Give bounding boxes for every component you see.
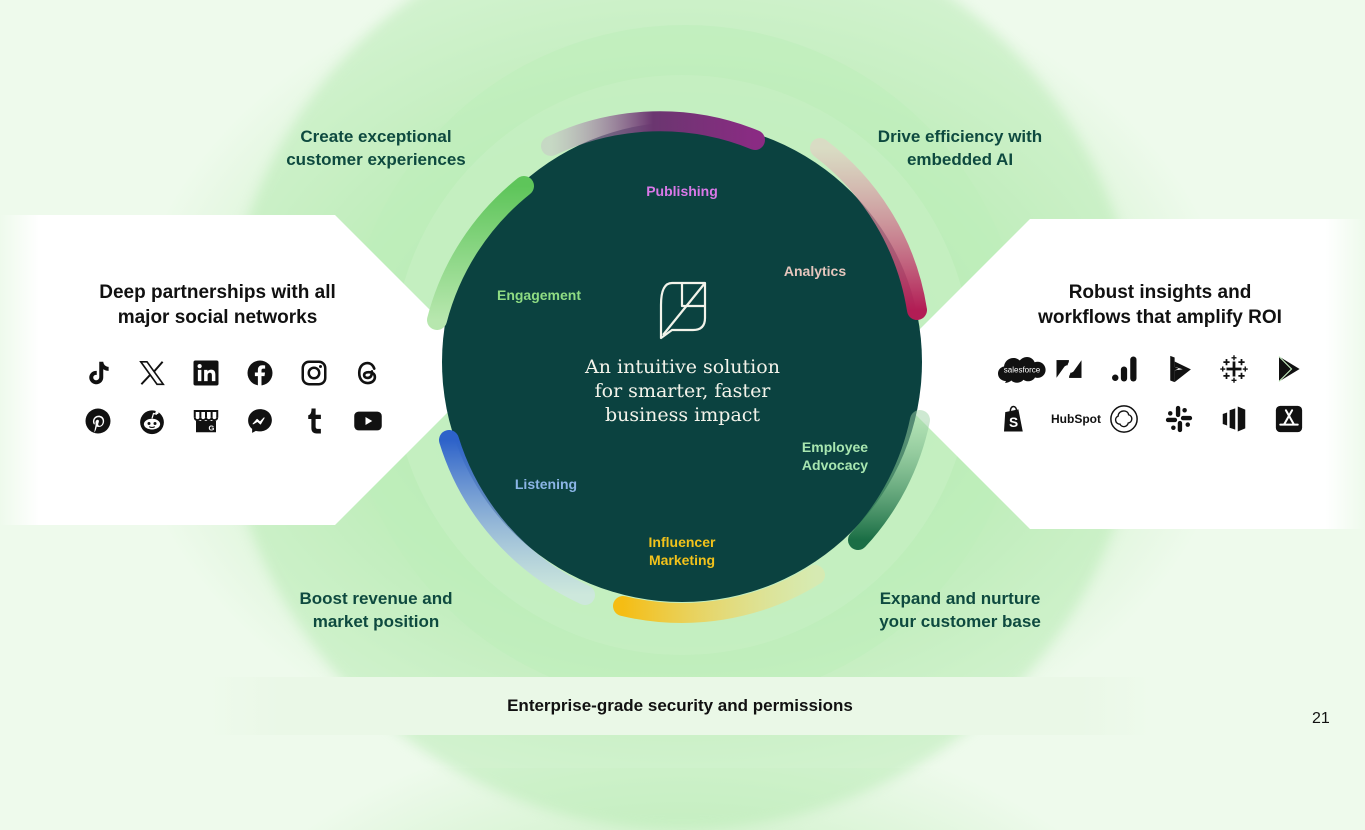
security-footer-text: Enterprise-grade security and permission…: [507, 696, 853, 715]
listening-arc: [439, 430, 595, 605]
integrations-title: Robust insights and workflows that ampli…: [1020, 280, 1300, 330]
hubspot-icon: HubSpot: [1051, 402, 1103, 436]
google-analytics-icon: [1106, 352, 1142, 386]
security-footer-bar: Enterprise-grade security and permission…: [205, 677, 1155, 735]
segment-label-publishing: Publishing: [632, 182, 732, 200]
salesforce-icon: salesforce: [996, 352, 1048, 386]
svg-text:salesforce: salesforce: [1004, 366, 1041, 375]
influencer-marketing-arc: [613, 565, 825, 623]
segment-line: Engagement: [496, 287, 581, 303]
title-line: workflows that amplify ROI: [1038, 307, 1282, 328]
integration-icons-grid: salesforce S HubSpot: [996, 352, 1317, 436]
threads-icon: [350, 356, 386, 390]
corner-bottom-left: Boost revenue and market position: [261, 587, 491, 633]
marketo-icon: [1216, 402, 1252, 436]
pinterest-icon: [80, 404, 116, 438]
openai-icon: [1106, 402, 1142, 436]
employee-advocacy-arc: [848, 410, 930, 550]
google-business-icon: G: [188, 404, 224, 438]
title-line: Deep partnerships with all: [99, 282, 336, 303]
corner-line: embedded AI: [906, 150, 1014, 169]
segment-label-engagement: Engagement: [484, 286, 594, 304]
reddit-icon: [134, 404, 170, 438]
corner-line: Drive efficiency with: [877, 127, 1043, 146]
leaf-speech-bubble-icon: [659, 281, 707, 340]
facebook-icon: [242, 356, 278, 390]
corner-line: your customer base: [879, 612, 1041, 631]
corner-top-right: Drive efficiency with embedded AI: [845, 125, 1075, 171]
tableau-icon: [1216, 352, 1252, 386]
svg-text:HubSpot: HubSpot: [1051, 412, 1101, 426]
svg-text:G: G: [209, 423, 215, 432]
core-line: for smarter, faster: [594, 380, 771, 402]
corner-bottom-right: Expand and nurture your customer base: [845, 587, 1075, 633]
segment-line: Listening: [514, 476, 578, 492]
corner-line: Expand and nurture: [879, 589, 1041, 608]
youtube-icon: [350, 404, 386, 438]
dynamics-icon: [1161, 352, 1197, 386]
app-store-icon: [1271, 402, 1307, 436]
tumblr-icon: [296, 404, 332, 438]
segment-line: Advocacy: [801, 457, 869, 473]
tiktok-icon: [80, 356, 116, 390]
segment-line: Influencer: [648, 534, 716, 550]
page-number: 21: [1312, 710, 1330, 727]
social-networks-title: Deep partnerships with all major social …: [80, 280, 355, 330]
segment-line: Publishing: [646, 183, 718, 199]
zendesk-icon: [1051, 352, 1087, 386]
analytics-arc: [810, 138, 927, 320]
segment-label-analytics: Analytics: [765, 262, 865, 280]
segment-label-listening: Listening: [496, 475, 596, 493]
svg-text:S: S: [1009, 415, 1018, 430]
segment-line: Employee: [801, 439, 869, 455]
publishing-arc: [541, 111, 765, 156]
messenger-icon: [242, 404, 278, 438]
x-icon: [134, 356, 170, 390]
core-statement: An intuitive solution for smarter, faste…: [560, 355, 805, 427]
corner-line: customer experiences: [286, 150, 466, 169]
corner-line: Create exceptional: [300, 127, 452, 146]
core-line: business impact: [604, 404, 761, 426]
core-circle: [442, 122, 922, 602]
social-icons-grid: G: [80, 356, 396, 438]
corner-line: Boost revenue and: [299, 589, 453, 608]
slack-icon: [1161, 402, 1197, 436]
core-line: An intuitive solution: [585, 356, 780, 378]
engagement-arc: [427, 176, 534, 330]
corner-top-left: Create exceptional customer experiences: [261, 125, 491, 171]
instagram-icon: [296, 356, 332, 390]
shopify-icon: S: [996, 402, 1032, 436]
title-line: Robust insights and: [1068, 282, 1252, 303]
segment-line: Analytics: [783, 263, 847, 279]
linkedin-icon: [188, 356, 224, 390]
platform-ring: [427, 111, 930, 623]
segment-line: Marketing: [648, 552, 716, 568]
google-play-icon: [1271, 352, 1307, 386]
title-line: major social networks: [117, 307, 318, 328]
corner-line: market position: [312, 612, 440, 631]
